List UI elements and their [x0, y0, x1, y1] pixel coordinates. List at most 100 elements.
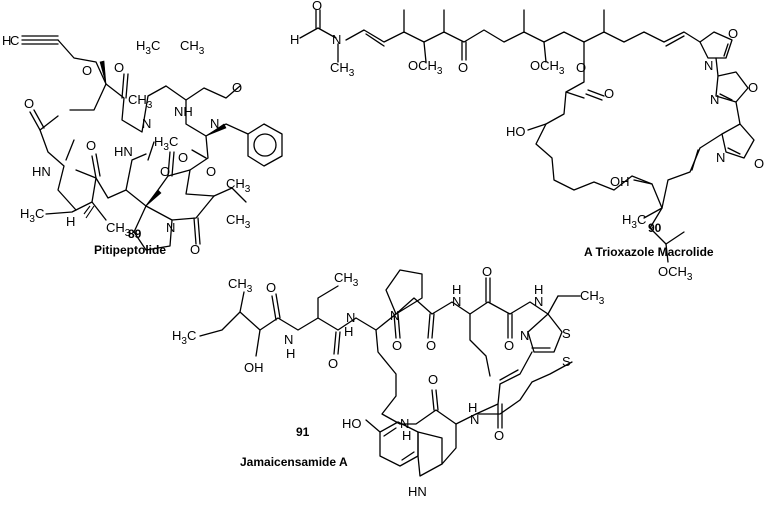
structure-jamaicensamide-a: H3C CH3 OH O N H CH3 O N H N O O N H O O… [172, 264, 605, 499]
atom-H3C: H3C [172, 328, 196, 347]
atom-CH3: CH3 [226, 212, 251, 231]
bond [427, 313, 431, 339]
bond [33, 109, 45, 129]
wedge-bond [99, 60, 107, 85]
atom-O: O [114, 60, 124, 75]
atom-N: N [534, 294, 543, 309]
bond [719, 93, 733, 101]
bond-chain [69, 83, 107, 111]
bond-chain [441, 423, 457, 465]
atom-O: O [328, 356, 338, 371]
bond-chain [355, 317, 573, 425]
bond [337, 331, 341, 355]
atom-HO: HO [506, 124, 526, 139]
atom-O: O [82, 63, 92, 78]
atom-H: H [286, 346, 295, 361]
atom-N: N [704, 58, 713, 73]
bond [715, 57, 719, 77]
bond [527, 123, 547, 131]
atom-O: O [190, 242, 200, 257]
aromatic-circle [253, 133, 277, 157]
bond [365, 419, 381, 433]
bond [643, 207, 663, 219]
atom-NH: NH [174, 104, 193, 119]
bond [65, 139, 75, 161]
atom-CH3: CH3 [580, 288, 605, 307]
bond [171, 195, 215, 221]
bond [239, 291, 245, 313]
atom-HO: HO [342, 416, 362, 431]
atom-N: N [400, 416, 409, 431]
atom-H: H [344, 324, 353, 339]
bond [275, 293, 281, 319]
atom-C: C [10, 33, 19, 48]
bond-chain [39, 115, 77, 211]
atom-O: O [86, 138, 96, 153]
oxazole-ring [699, 31, 733, 59]
wedge-bond [145, 189, 162, 207]
bond [401, 451, 415, 461]
structure-trioxazole-macrolide: H O N CH3 OCH3 O OCH3 O O HO OH H3C OCH3… [290, 0, 764, 283]
bond [499, 369, 519, 381]
bond [423, 41, 427, 63]
atom-H3C: H3C [136, 38, 160, 57]
bond [121, 73, 125, 99]
bond [727, 147, 741, 155]
bond [91, 201, 107, 221]
bond [197, 217, 201, 245]
bond [665, 243, 669, 263]
atom-CH3: CH3 [334, 270, 359, 289]
atom-O: O [206, 164, 216, 179]
bond-chain [165, 85, 241, 101]
bond [435, 389, 439, 411]
atom-N: N [470, 412, 479, 427]
atom-CH3: CH3 [180, 38, 205, 57]
bond [193, 217, 197, 245]
compound-name: A Trioxazole Macrolide [584, 245, 714, 259]
bond [723, 43, 729, 57]
bond-chain [105, 83, 167, 133]
bond-chain [475, 351, 533, 415]
hash-bond [85, 205, 95, 219]
atom-H: H [66, 214, 75, 229]
atom-O: O [458, 60, 468, 75]
atom-N: N [210, 116, 219, 131]
atom-OCH3: OCH3 [658, 264, 693, 283]
benzene-ring [247, 123, 283, 167]
bond-chain [199, 311, 357, 337]
atom-N: N [710, 92, 719, 107]
bond [397, 313, 401, 339]
atom-HN: HN [32, 164, 51, 179]
atom-O: O [604, 86, 614, 101]
atom-O: O [392, 338, 402, 353]
atom-O: O [754, 156, 764, 171]
atom-O: O [482, 264, 492, 279]
bond [393, 313, 397, 339]
bond-chain [661, 147, 701, 209]
bond-chain [57, 39, 107, 85]
atom-O: O [24, 96, 34, 111]
proline-ring [385, 269, 423, 315]
bond [147, 141, 155, 161]
wedge-bond [205, 123, 227, 137]
bond-chain [375, 295, 559, 331]
atom-O: O [312, 0, 322, 13]
bond [543, 41, 547, 63]
bond [735, 101, 741, 125]
atom-OH: OH [244, 360, 264, 375]
atom-H: H [290, 32, 299, 47]
bond-chain [345, 29, 701, 43]
indole-benzene-ring [379, 421, 419, 467]
atom-CH3: CH3 [128, 92, 153, 111]
atom-S: S [562, 326, 571, 341]
atom-H3C: H3C [622, 212, 646, 231]
bond [431, 389, 435, 411]
atom-O: O [504, 338, 514, 353]
atom-N: N [284, 332, 293, 347]
oxazole-ring [715, 71, 749, 103]
bond [383, 427, 397, 437]
bond [171, 151, 175, 177]
indole-pyrrole-ring [417, 431, 443, 477]
compound-number: 91 [296, 425, 310, 439]
